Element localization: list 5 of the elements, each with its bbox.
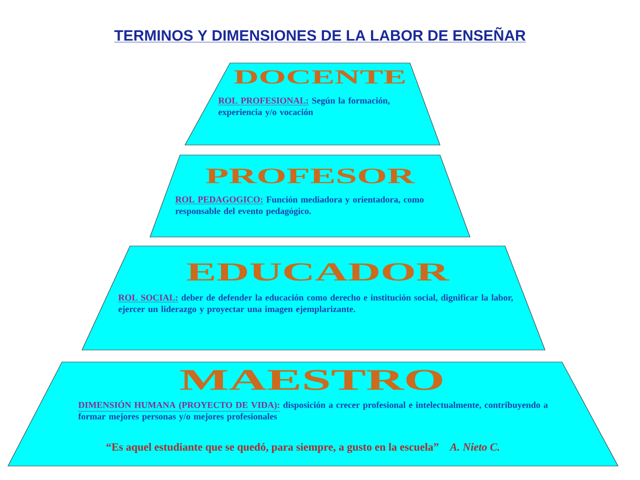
trapezoid-box: EDUCADOR ROL SOCIAL: deber de defender la educación como derecho e institución social, dignificar la labor, ejercer un liderazgo y proyectar una imagen ejemplarizante. (82, 246, 546, 350)
title: TERMINOS Y DIMENSIONES DE LA LABOR DE ENSEÑAR (114, 27, 526, 42)
trapezoid-box: MAESTRO DIMENSIÓN HUMANA (PROYECTO DE VIDA): disposición a crecer profesional e intelectualmente, contribuyendo a formar mejores personas y/o mejores profesionales “Es aquel estudiante que se quedó, para siempre, a gusto en la escuela” A. Nieto C. (8, 362, 618, 466)
trapezoid-box: PROFESOR ROL PEDAGOGICO: Función mediadora y orientadora, como responsable del evento pedagógico. (150, 154, 470, 238)
trapezoid-box: DOCENTE ROL PROFESIONAL: Según la formación, experiencia y/o vocación (184, 62, 440, 146)
